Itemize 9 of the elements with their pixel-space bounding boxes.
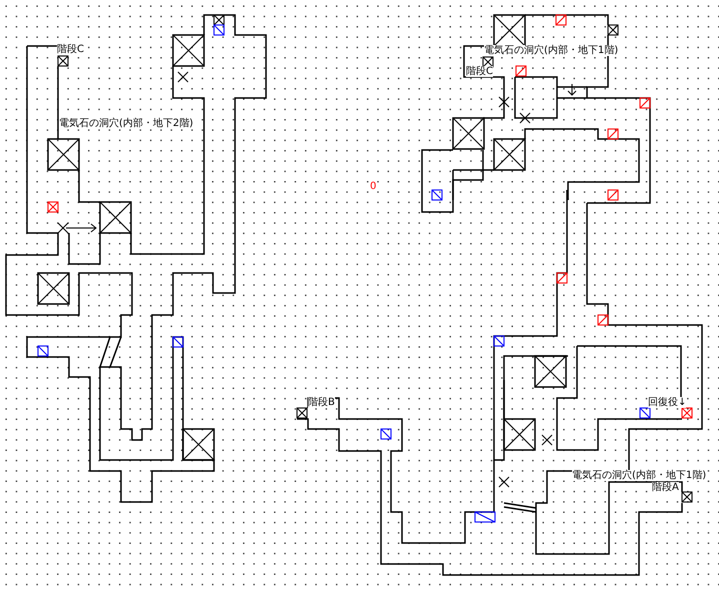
- map-label: 階段A: [652, 482, 679, 493]
- map-label: 電気石の洞穴(内部・地下1階): [572, 470, 706, 481]
- map-label: 回復役↓: [648, 397, 686, 408]
- map-label: 階段B: [308, 397, 335, 408]
- map-label: 階段C: [466, 66, 493, 77]
- map-label: 階段C: [57, 44, 84, 55]
- map-label: 電気石の洞穴(内部・地下1階): [484, 45, 618, 56]
- map-label: 電気石の洞穴(内部・地下2階): [59, 118, 194, 129]
- map-label: 0: [370, 181, 376, 192]
